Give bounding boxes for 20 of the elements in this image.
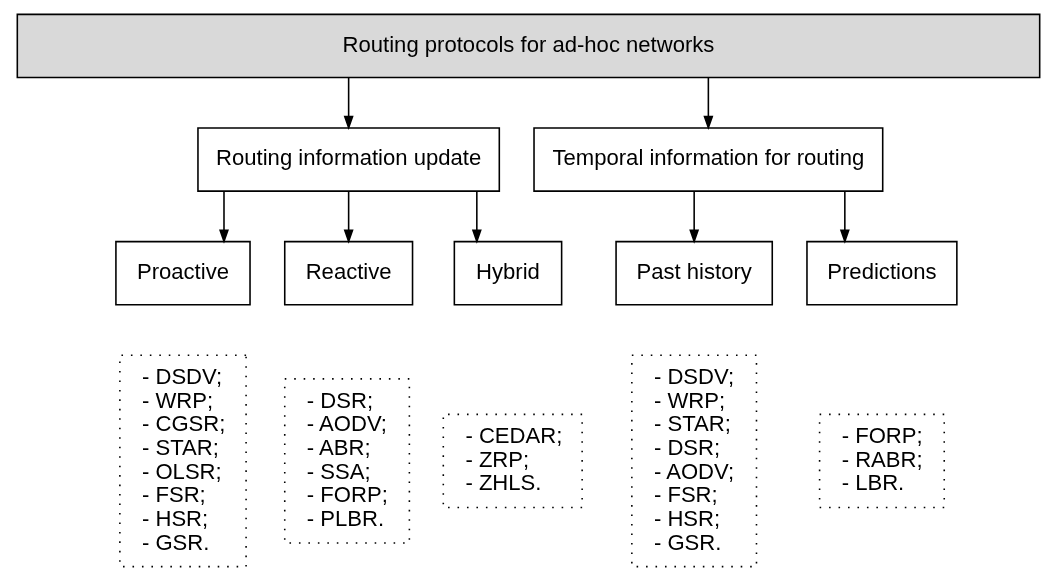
node-box: Proactive xyxy=(115,240,251,306)
node-box: Reactive xyxy=(283,240,414,306)
node-box: Hybrid xyxy=(453,240,563,306)
arrow xyxy=(689,190,700,244)
node-box: - DSR; - AODV; - ABR; - SSA; - FORP; - PLBR. xyxy=(283,378,411,544)
node-box: - DSDV; - WRP; - STAR; - DSR; - AODV; - FSR; - HSR; - GSR. xyxy=(631,354,758,568)
node-box: - FORP; - RABR; - LBR. xyxy=(818,413,946,509)
node-box: Temporal information for routing xyxy=(533,127,884,192)
node-box: Routing protocols for ad-hoc networks xyxy=(16,13,1041,79)
arrow xyxy=(343,76,354,131)
arrow xyxy=(471,190,482,244)
arrow xyxy=(343,190,354,244)
node-box: - DSDV; - WRP; - CGSR; - STAR; - OLSR; - FSR; - HSR; - GSR. xyxy=(119,354,247,568)
node-box: Predictions xyxy=(806,240,958,306)
arrow xyxy=(839,190,850,244)
node-box: Routing information update xyxy=(197,127,501,192)
arrow xyxy=(219,190,229,244)
node-box: - CEDAR; - ZRP; - ZHLS. xyxy=(442,413,583,509)
arrow xyxy=(703,76,714,131)
node-box: Past history xyxy=(615,240,774,306)
